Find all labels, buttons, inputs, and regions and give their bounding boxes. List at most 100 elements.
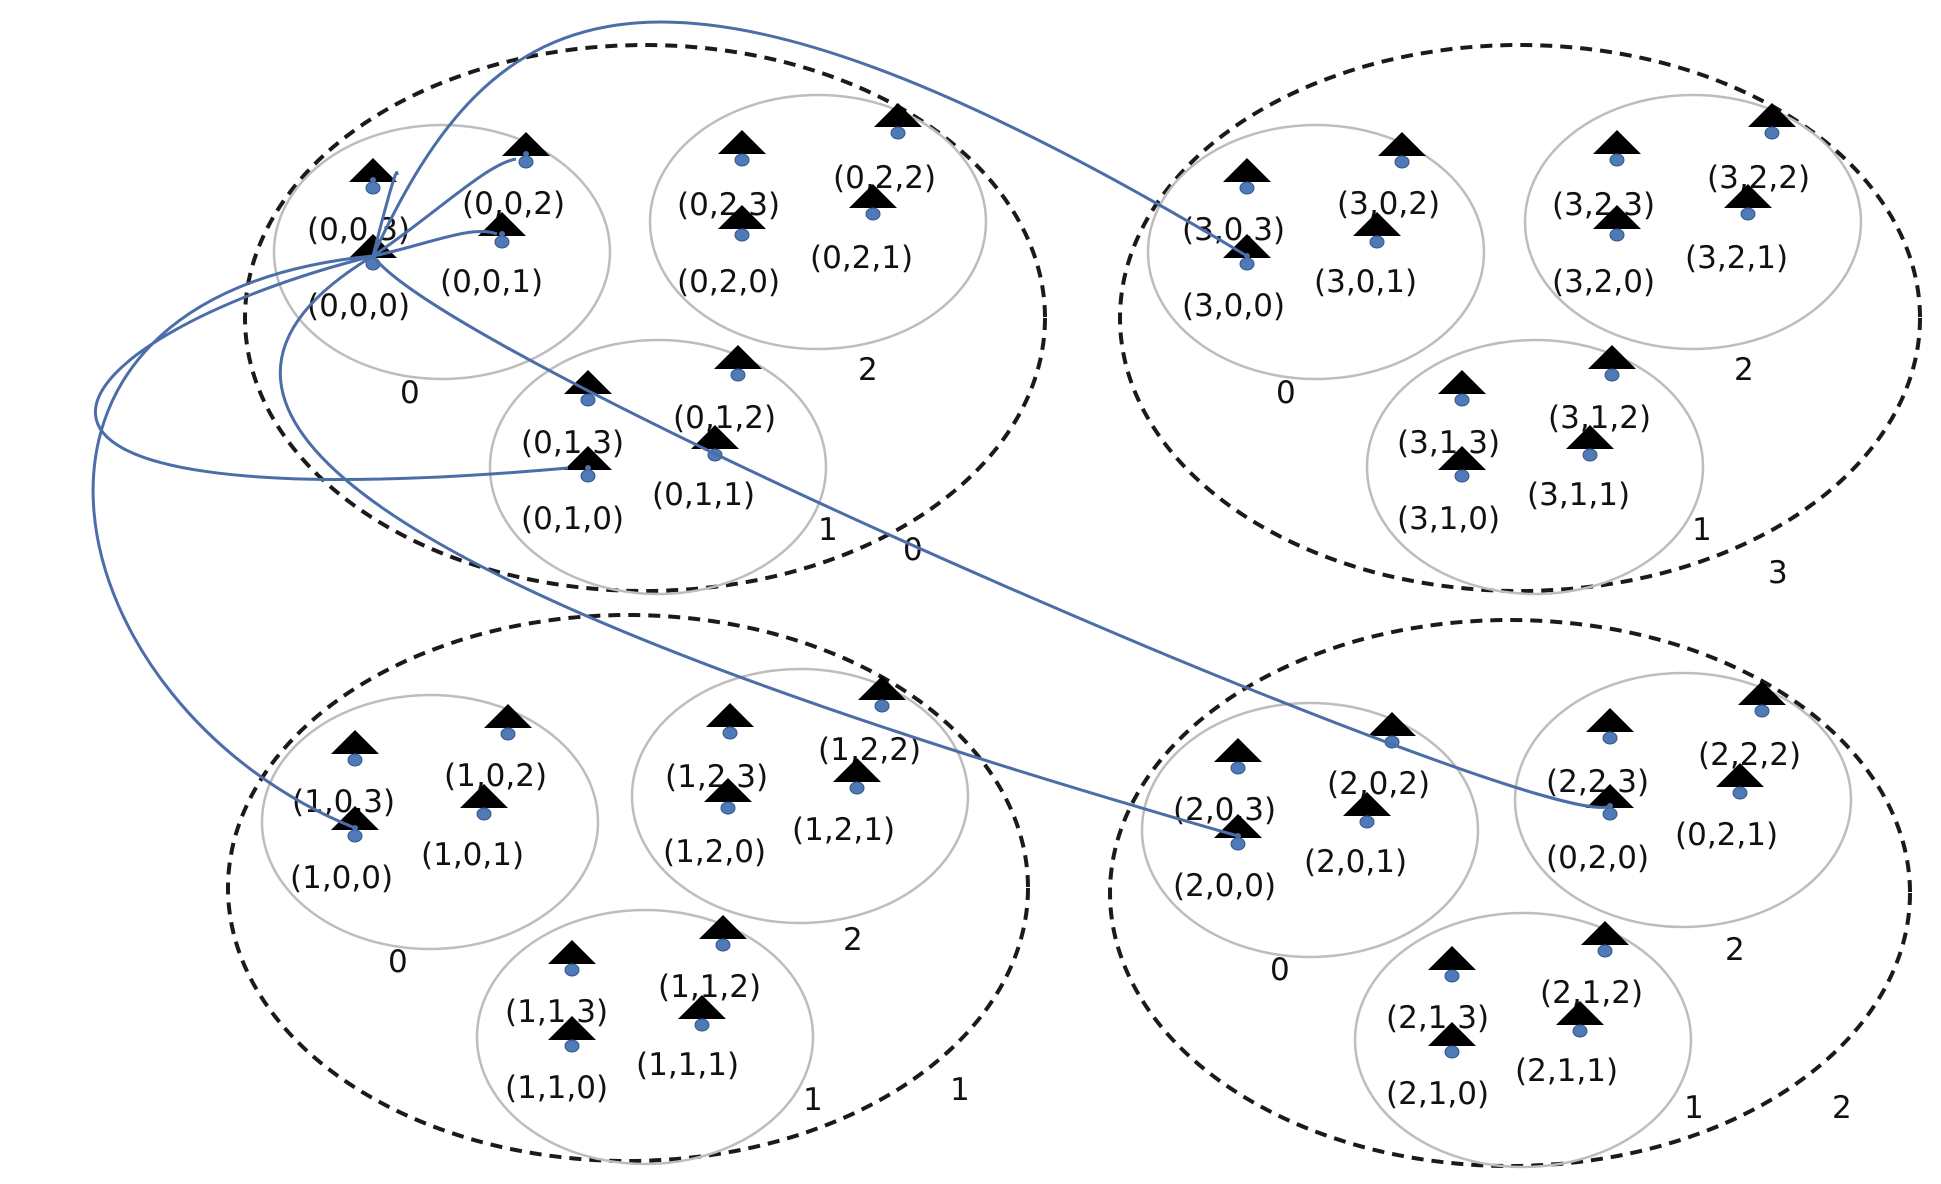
node: (0,1,3)	[521, 370, 624, 461]
group-boundary	[243, 43, 1047, 593]
node-dot-icon	[734, 153, 750, 167]
node-label: (0,1,1)	[652, 477, 755, 513]
node: (0,1,2)	[673, 345, 776, 436]
node-dot-icon	[734, 228, 750, 242]
connection-endpoint	[352, 825, 358, 831]
subgroup-boundary	[1365, 338, 1705, 596]
node: (1,1,2)	[658, 915, 761, 1005]
subgroup-boundary	[1523, 93, 1863, 351]
node-triangle-icon	[714, 345, 762, 369]
group-boundary	[1108, 618, 1912, 1168]
node: (2,0,0)	[1173, 814, 1276, 904]
node-triangle-icon	[1716, 763, 1764, 787]
group-3: 3 0 (3,0,3) (3,0,2) (3,0,0) (3,0,1) 1 (3…	[1118, 43, 1922, 596]
node: (0,1,1)	[652, 425, 755, 513]
node-dot-icon	[890, 126, 906, 140]
node-label: (1,2,3)	[665, 759, 768, 795]
subgroup-boundary	[648, 93, 988, 351]
node-dot-icon	[1572, 1024, 1588, 1038]
node-triangle-icon	[1556, 1001, 1604, 1025]
node: (3,2,0)	[1552, 205, 1655, 300]
node-triangle-icon	[478, 212, 526, 236]
node: (2,0,3)	[1173, 738, 1276, 828]
node-triangle-icon	[1593, 205, 1641, 229]
node-dot-icon	[1239, 181, 1255, 195]
node-triangle-icon	[331, 730, 379, 754]
node-triangle-icon	[849, 184, 897, 208]
node-label: (0,0,0)	[307, 288, 410, 324]
node: (1,2,2)	[818, 676, 921, 768]
node-label: (1,1,3)	[505, 994, 608, 1030]
node-triangle-icon	[718, 130, 766, 154]
subgroup-boundary	[488, 338, 828, 596]
subgroup-boundary	[475, 908, 815, 1166]
subgroup-label: 0	[388, 944, 408, 980]
node-label: (3,2,2)	[1707, 160, 1810, 196]
node-label: (3,1,3)	[1397, 425, 1500, 461]
node-dot-icon	[1764, 126, 1780, 140]
node-dot-icon	[849, 781, 865, 795]
node-dot-icon	[365, 181, 381, 195]
subgroup-1-1: 1 (1,1,3) (1,1,2) (1,1,0) (1,1,1)	[475, 908, 823, 1166]
subgroup-label: 0	[1276, 375, 1296, 411]
node-label: (0,2,1)	[810, 240, 913, 276]
node-label: (3,2,0)	[1552, 264, 1655, 300]
node: (0,0,2)	[462, 132, 565, 222]
subgroup-boundary	[1140, 701, 1480, 959]
node-label: (3,1,0)	[1397, 501, 1500, 537]
node-label: (0,2,2)	[833, 160, 936, 196]
node-triangle-icon	[1586, 708, 1634, 732]
node: (0,2,2)	[833, 103, 936, 196]
node-triangle-icon	[699, 915, 747, 939]
node-triangle-icon	[548, 940, 596, 964]
node: (0,2,0)	[1546, 784, 1649, 876]
node: (0,2,1)	[1675, 763, 1778, 853]
node-label: (1,2,0)	[663, 834, 766, 870]
node-dot-icon	[1754, 704, 1770, 718]
node-label: (3,1,2)	[1548, 400, 1651, 436]
node-label: (3,2,3)	[1552, 187, 1655, 223]
node-dot-icon	[347, 829, 363, 843]
node: (0,0,1)	[440, 212, 543, 300]
node: (2,1,3)	[1386, 946, 1489, 1036]
node: (1,0,2)	[444, 704, 547, 794]
node: (3,0,1)	[1314, 212, 1417, 300]
node-dot-icon	[720, 801, 736, 815]
connection-endpoint	[585, 465, 591, 471]
group-label: 0	[903, 532, 923, 568]
node: (1,2,0)	[663, 778, 766, 870]
node-dot-icon	[1609, 153, 1625, 167]
node-triangle-icon	[718, 205, 766, 229]
node-triangle-icon	[484, 704, 532, 728]
subgroup-label: 2	[1725, 932, 1745, 968]
node: (2,1,1)	[1515, 1001, 1618, 1089]
node: (1,1,3)	[505, 940, 608, 1030]
node-triangle-icon	[1378, 132, 1426, 156]
node-dot-icon	[1582, 448, 1598, 462]
subgroup-boundary	[1353, 911, 1693, 1169]
node-triangle-icon	[704, 778, 752, 802]
group-1: 1 0 (1,0,3) (1,0,2) (1,0,0) (1,0,1) 1 (1…	[226, 613, 1030, 1166]
node-triangle-icon	[502, 132, 550, 156]
node: (3,2,1)	[1685, 184, 1788, 276]
connection-endpoint	[370, 177, 376, 183]
node-label: (2,1,2)	[1540, 975, 1643, 1011]
group-0: 0 0 (0,0,3) (0,0,2) (0,0,0) (0,0,1) 1 (0…	[243, 43, 1047, 596]
node-triangle-icon	[1428, 1022, 1476, 1046]
node-label: (2,0,2)	[1327, 766, 1430, 802]
node: (3,1,2)	[1548, 345, 1651, 436]
connection-link	[371, 171, 399, 257]
node-label: (3,1,1)	[1527, 477, 1630, 513]
node-triangle-icon	[1588, 345, 1636, 369]
node-triangle-icon	[1586, 784, 1634, 808]
node-triangle-icon	[1438, 370, 1486, 394]
connection-endpoint	[1235, 833, 1241, 839]
subgroup-label: 1	[803, 1082, 823, 1118]
node-dot-icon	[1597, 944, 1613, 958]
node-label: (1,1,2)	[658, 969, 761, 1005]
connection-links	[91, 20, 1613, 839]
node: (2,2,2)	[1698, 681, 1801, 773]
node-triangle-icon	[1738, 681, 1786, 705]
node-triangle-icon	[1724, 184, 1772, 208]
subgroup-label: 0	[1270, 952, 1290, 988]
